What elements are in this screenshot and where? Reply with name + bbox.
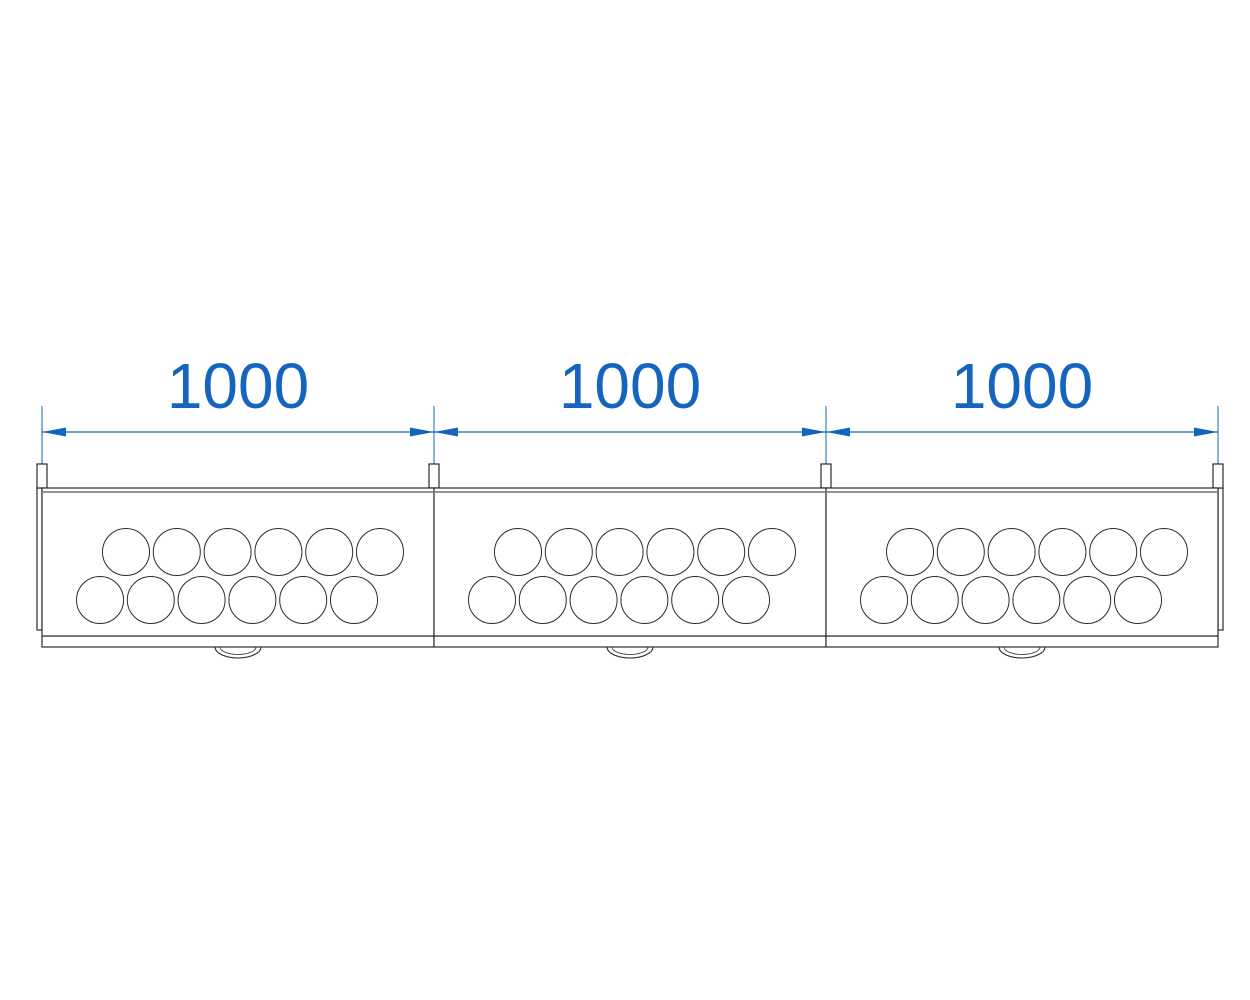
module-panel-3 <box>825 487 1219 637</box>
hole-bottom-2-3 <box>569 576 618 624</box>
hole-top-3-4 <box>1038 528 1087 576</box>
hole-top-2-6 <box>748 528 796 576</box>
hole-bottom-1-5 <box>279 576 328 624</box>
hole-top-1-5 <box>305 528 354 576</box>
module-panel-2 <box>433 487 827 637</box>
hole-bottom-3-3 <box>961 576 1010 624</box>
frame <box>36 463 1224 631</box>
hole-bottom-1-3 <box>177 576 226 624</box>
hole-top-1-3 <box>203 528 252 576</box>
arrowhead-right-3 <box>1194 427 1218 437</box>
end-cap-left <box>36 487 43 631</box>
hole-bottom-2-1 <box>468 576 516 624</box>
base-rail-3 <box>825 635 1219 648</box>
hole-bottom-1-1 <box>76 576 124 624</box>
post-1 <box>36 463 48 489</box>
hole-bottom-1-6 <box>330 576 378 624</box>
hole-top-1-4 <box>254 528 303 576</box>
arrowhead-left-1 <box>42 427 66 437</box>
module-panel-1 <box>41 487 435 637</box>
hole-top-3-3 <box>987 528 1036 576</box>
arrowhead-right-1 <box>410 427 434 437</box>
hole-top-1-2 <box>152 528 201 576</box>
dimension-label-3: 1000 <box>951 350 1093 422</box>
dimension-label-2: 1000 <box>559 350 701 422</box>
hole-bottom-1-4 <box>228 576 277 624</box>
post-2 <box>428 463 440 489</box>
arrowhead-right-2 <box>802 427 826 437</box>
hole-bottom-3-1 <box>860 576 908 624</box>
hole-top-3-1 <box>886 528 934 576</box>
hole-bottom-1-2 <box>126 576 175 624</box>
hole-top-1-1 <box>102 528 150 576</box>
hole-bottom-3-4 <box>1012 576 1061 624</box>
hole-top-2-5 <box>697 528 746 576</box>
hole-bottom-3-5 <box>1063 576 1112 624</box>
hole-top-2-3 <box>595 528 644 576</box>
dimension-label-1: 1000 <box>167 350 309 422</box>
arrowhead-left-2 <box>434 427 458 437</box>
hole-top-3-6 <box>1140 528 1188 576</box>
hole-bottom-2-6 <box>722 576 770 624</box>
hole-bottom-3-2 <box>910 576 959 624</box>
base-rail-2 <box>433 635 827 648</box>
hole-top-3-2 <box>936 528 985 576</box>
hole-bottom-2-5 <box>671 576 720 624</box>
hole-top-3-5 <box>1089 528 1138 576</box>
hole-top-2-1 <box>494 528 542 576</box>
hole-bottom-3-6 <box>1114 576 1162 624</box>
end-cap-right <box>1217 487 1224 631</box>
post-4 <box>1212 463 1224 489</box>
arrowhead-left-3 <box>826 427 850 437</box>
post-3 <box>820 463 832 489</box>
hole-bottom-2-2 <box>518 576 567 624</box>
modules <box>41 487 1219 648</box>
dimension-lines <box>41 406 1219 465</box>
hole-bottom-2-4 <box>620 576 669 624</box>
base-rail-1 <box>41 635 435 648</box>
hole-top-2-4 <box>646 528 695 576</box>
hole-top-2-2 <box>544 528 593 576</box>
hole-top-1-6 <box>356 528 404 576</box>
